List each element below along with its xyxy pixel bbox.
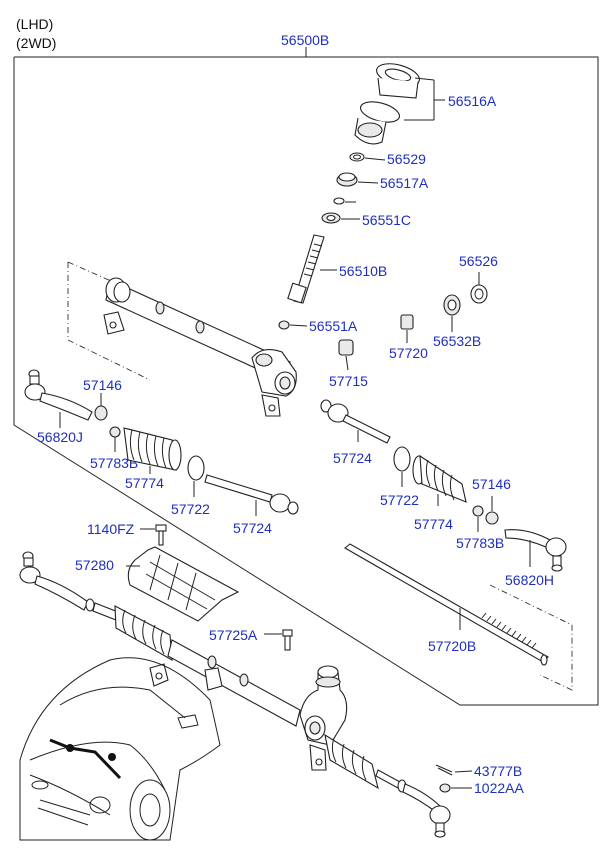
part-56551A	[278, 320, 290, 330]
ring-56529	[349, 152, 365, 162]
tie-rod-end-56820J	[24, 369, 93, 421]
inner-tie-rod-57724-left	[204, 474, 299, 515]
inner-tie-rod-57724-right	[320, 399, 391, 444]
label-56529: 56529	[387, 151, 426, 167]
label-57715: 57715	[329, 373, 368, 389]
label-43777B: 43777B	[474, 763, 522, 779]
bellows-57774-right	[412, 454, 467, 503]
label-57146-left: 57146	[83, 377, 122, 393]
label-57280: 57280	[75, 557, 114, 573]
label-56551A: 56551A	[309, 318, 358, 334]
label-57724-left: 57724	[233, 520, 272, 536]
label-57724-right: 57724	[333, 450, 372, 466]
label-56516A: 56516A	[448, 93, 497, 109]
boot-cover-56516A	[354, 63, 420, 145]
small-ring	[333, 197, 345, 205]
bolt-1140FZ	[155, 524, 167, 546]
label-57725A: 57725A	[209, 627, 258, 643]
label-57720B: 57720B	[428, 638, 476, 654]
bushing-57720	[400, 314, 414, 330]
yoke-57715	[338, 339, 354, 356]
label-1022AA: 1022AA	[474, 780, 524, 796]
bolt-57725A	[282, 629, 293, 651]
cotter-pin-43777B	[435, 764, 453, 776]
label-56532B: 56532B	[433, 333, 481, 349]
rack-bar-57720B	[344, 543, 549, 666]
label-57783B-left: 57783B	[90, 455, 138, 471]
label-56510B: 56510B	[339, 263, 387, 279]
label-57774-left: 57774	[125, 475, 164, 491]
label-57720: 57720	[389, 345, 428, 361]
vehicle-location-inset	[19, 657, 221, 841]
label-56500B: 56500B	[281, 32, 329, 48]
label-56551C: 56551C	[362, 212, 411, 228]
label-56820H: 56820H	[505, 572, 554, 588]
label-57774-right: 57774	[414, 516, 453, 532]
label-57146-right: 57146	[472, 476, 511, 492]
label-56526: 56526	[459, 253, 498, 269]
tie-rod-end-56820H	[504, 529, 567, 572]
heat-protector-57280	[127, 546, 240, 622]
label-56820J: 56820J	[37, 429, 83, 445]
label-57783B-right: 57783B	[456, 535, 504, 551]
steering-gear-assembly	[19, 551, 451, 838]
nut-57146-left	[94, 405, 108, 421]
bellows-57774-left	[123, 427, 182, 471]
label-56517A: 56517A	[380, 175, 429, 191]
header-2wd: (2WD)	[16, 35, 57, 51]
dashed-guide-left	[67, 262, 151, 381]
clip-57783B-right	[472, 505, 484, 517]
clamp-57722-left	[187, 455, 205, 481]
pinion-56510B	[287, 234, 325, 304]
gear-housing	[103, 277, 297, 417]
clip-57783B-left	[109, 426, 121, 438]
header-lhd: (LHD)	[16, 16, 54, 32]
assembly-outline	[13, 56, 599, 706]
label-57722-right: 57722	[380, 492, 419, 508]
snapring-56526	[470, 284, 488, 304]
label-57722-left: 57722	[171, 501, 210, 517]
clamp-57722-right	[393, 446, 411, 472]
label-1140FZ: 1140FZ	[87, 521, 135, 537]
nut-1022AA	[439, 783, 451, 793]
nut-57146-right	[485, 511, 499, 525]
